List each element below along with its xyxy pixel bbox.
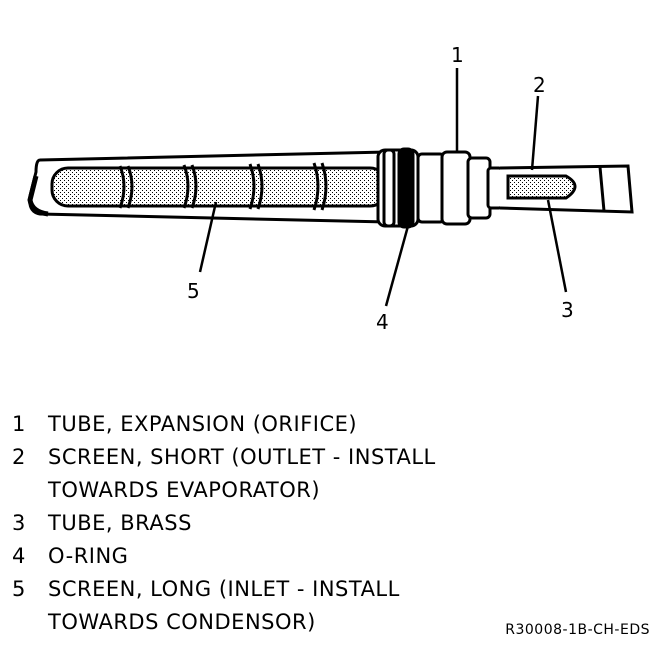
legend-number: 4	[12, 544, 26, 568]
o-ring	[376, 147, 420, 229]
callout-1: 1	[451, 43, 464, 67]
legend-number: 1	[12, 412, 26, 436]
leader-lines	[198, 68, 568, 307]
legend-label: SCREEN, SHORT (OUTLET - INSTALL TOWARDS …	[48, 441, 492, 507]
legend-line-continued: TOWARDS EVAPORATOR)	[48, 478, 321, 502]
legend-line: SCREEN, LONG (INLET - INSTALL	[48, 577, 400, 601]
legend-line-continued: TOWARDS CONDENSOR)	[48, 610, 316, 634]
legend-label: TUBE, BRASS	[48, 507, 492, 540]
legend-item: 5 SCREEN, LONG (INLET - INSTALL TOWARDS …	[12, 573, 492, 639]
legend-label: SCREEN, LONG (INLET - INSTALL TOWARDS CO…	[48, 573, 492, 639]
callout-2: 2	[533, 73, 546, 97]
legend-item: 1 TUBE, EXPANSION (ORIFICE)	[12, 408, 492, 441]
legend-line: O-RING	[48, 544, 129, 568]
legend-label: O-RING	[48, 540, 492, 573]
short-screen	[506, 174, 577, 200]
legend-number: 5	[12, 577, 26, 601]
long-screen	[50, 162, 388, 211]
legend-label: TUBE, EXPANSION (ORIFICE)	[48, 408, 492, 441]
legend-number: 2	[12, 445, 26, 469]
legend-line: TUBE, EXPANSION (ORIFICE)	[48, 412, 358, 436]
callout-3: 3	[561, 298, 574, 322]
callout-4: 4	[376, 310, 389, 334]
legend-number: 3	[12, 511, 26, 535]
legend-line: SCREEN, SHORT (OUTLET - INSTALL	[48, 445, 436, 469]
legend-item: 3 TUBE, BRASS	[12, 507, 492, 540]
expansion-tube-collars	[416, 150, 504, 226]
legend-item: 2 SCREEN, SHORT (OUTLET - INSTALL TOWARD…	[12, 441, 492, 507]
legend-line: TUBE, BRASS	[48, 511, 192, 535]
orifice-tube-diagram: 1 2 3 4 5	[27, 43, 634, 334]
parts-legend: 1 TUBE, EXPANSION (ORIFICE) 2 SCREEN, SH…	[12, 408, 492, 639]
legend-item: 4 O-RING	[12, 540, 492, 573]
callout-5: 5	[187, 279, 200, 303]
figure-id: R30008-1B-CH-EDS	[505, 622, 650, 638]
